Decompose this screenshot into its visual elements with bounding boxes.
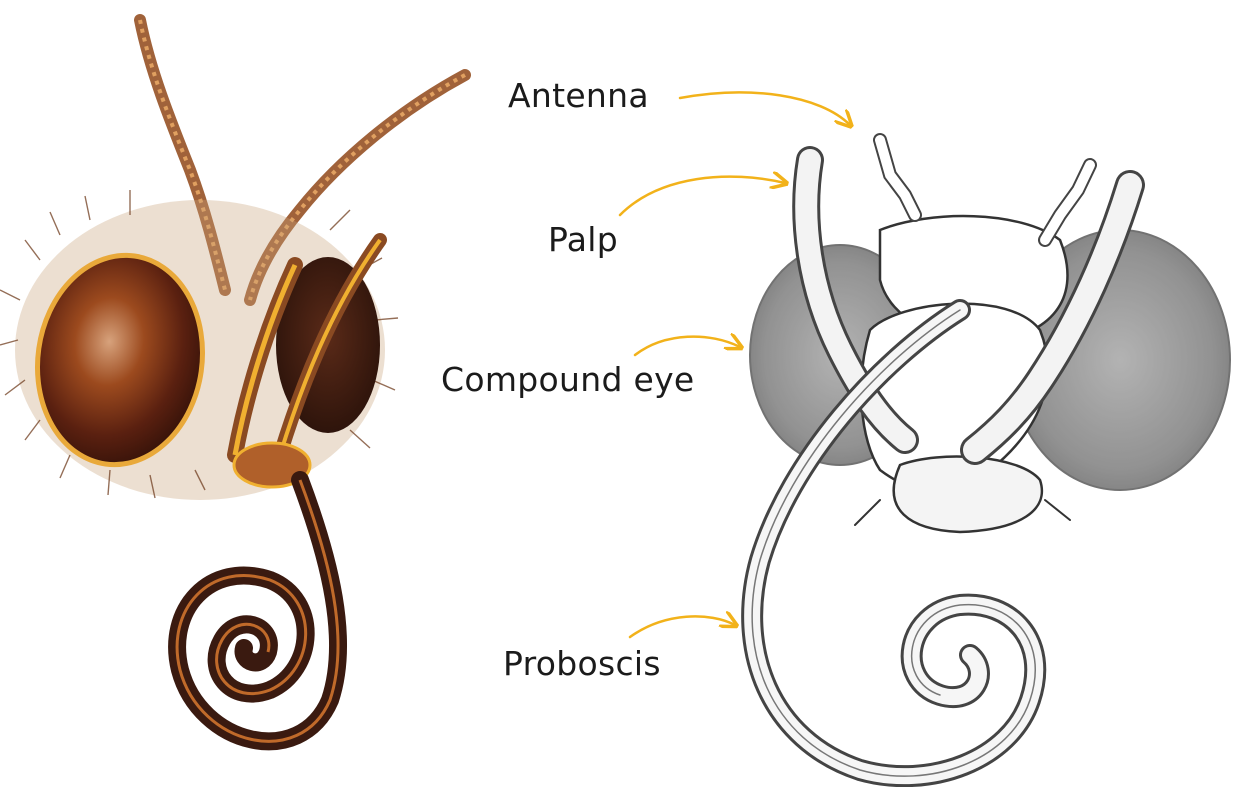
label-antenna: Antenna xyxy=(508,76,649,115)
label-proboscis: Proboscis xyxy=(503,644,661,683)
proboscis-arrow xyxy=(630,616,735,637)
label-palp: Palp xyxy=(548,220,618,259)
compound-eye-arrow xyxy=(635,337,740,355)
antenna-arrow xyxy=(680,92,850,125)
label-compound-eye: Compound eye xyxy=(441,360,695,399)
colored-moth-head-illustration xyxy=(0,20,465,741)
pencil-sketch-moth-head xyxy=(750,140,1230,776)
palp-arrow xyxy=(620,177,785,215)
